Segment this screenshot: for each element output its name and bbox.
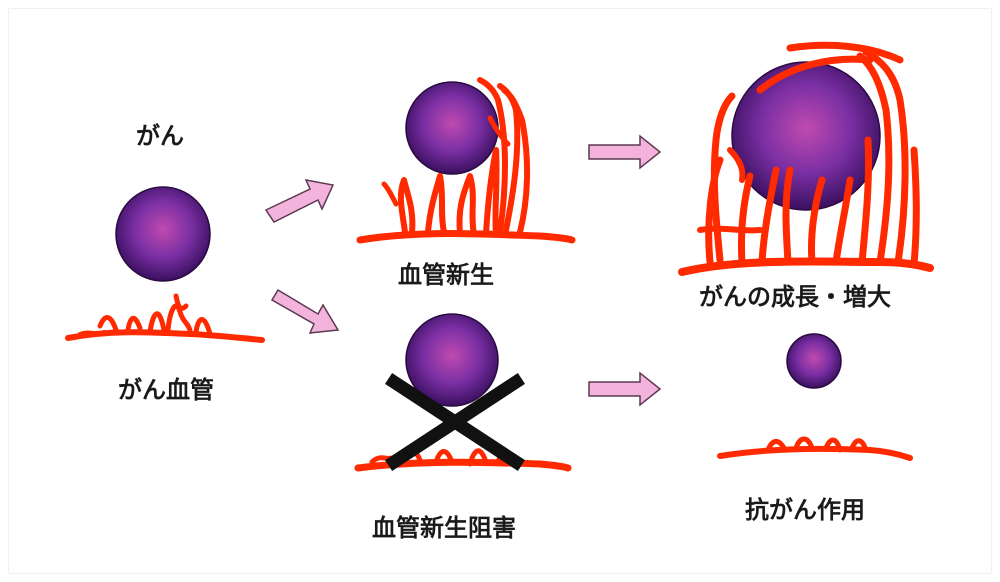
arrow-to-inhibition <box>272 290 338 333</box>
stage-cancer-growth <box>682 45 930 272</box>
stage-anticancer <box>720 334 910 458</box>
label-angiogenesis-inhibition: 血管新生阻害 <box>372 514 516 542</box>
right-arrow-icon <box>272 290 338 333</box>
tumor-sphere-icon <box>116 187 210 281</box>
arrow-to-angiogenesis <box>266 180 333 222</box>
stage-angiogenesis <box>360 80 572 240</box>
tumor-sphere-icon <box>787 334 841 388</box>
right-arrow-icon <box>266 180 333 222</box>
arrow-to-growth <box>589 136 660 168</box>
tumor-sphere-icon <box>406 82 498 174</box>
label-anticancer-effect: 抗がん作用 <box>745 496 865 524</box>
reduced-vessels-icon <box>720 439 910 458</box>
stage-cancer <box>68 187 262 340</box>
stage-inhibition <box>358 314 568 468</box>
cancer-vessels-icon <box>68 296 262 340</box>
right-arrow-icon <box>589 373 660 405</box>
label-cancer-vessels: がん血管 <box>118 376 214 404</box>
label-cancer: がん <box>136 122 184 150</box>
right-arrow-icon <box>589 136 660 168</box>
tumor-sphere-icon <box>732 62 880 210</box>
arrow-to-anticancer <box>589 373 660 405</box>
label-cancer-growth: がんの成長・増大 <box>699 283 891 311</box>
label-angiogenesis: 血管新生 <box>398 261 494 289</box>
